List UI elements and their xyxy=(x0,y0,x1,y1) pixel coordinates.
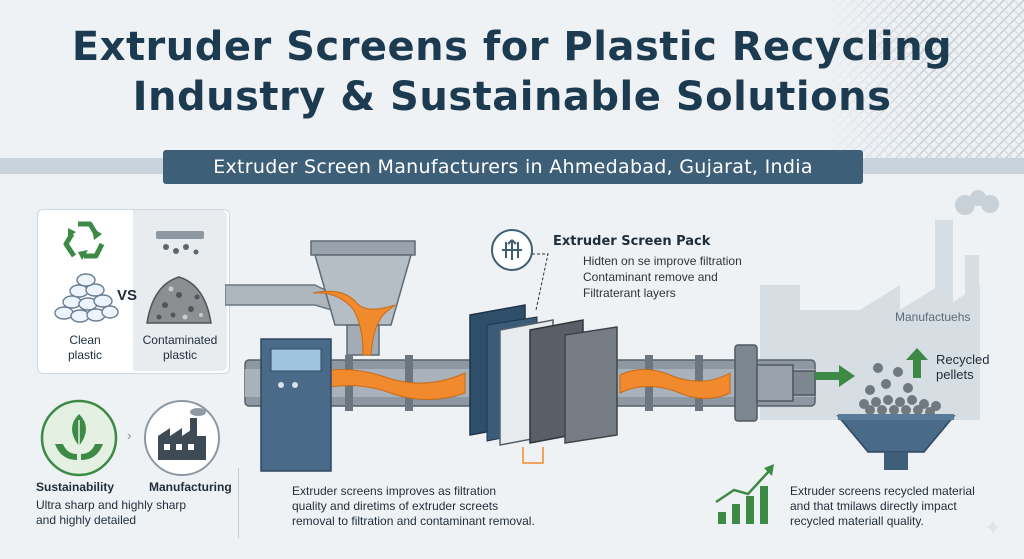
manufacturing-factory-icon xyxy=(144,400,220,476)
sustainability-description: Ultra sharp and highly sharp and highly … xyxy=(36,498,187,527)
title-line-1: Extruder Screens for Plastic Recycling xyxy=(71,24,953,70)
contaminated-plastic-pile-icon xyxy=(146,276,212,324)
extruder-machine-illustration xyxy=(225,240,816,472)
screen-pack-bullet-1: Hidten on se improve filtration xyxy=(583,254,742,268)
up-arrow-icon xyxy=(906,348,928,378)
pellet-collector-illustration xyxy=(836,363,956,470)
recycle-icon xyxy=(63,221,105,260)
output-arrow-icon xyxy=(815,365,855,387)
recycled-pellets-label: Recycled pellets xyxy=(936,352,990,382)
vs-label: VS xyxy=(117,287,138,304)
clean-plastic-pellets-icon xyxy=(54,273,119,323)
right-description: Extruder screens recycled material and t… xyxy=(790,484,975,528)
divider-left xyxy=(238,468,239,538)
factory-label: Manufactuehs xyxy=(895,310,971,324)
mesh-pattern-decoration xyxy=(824,0,1024,165)
sustainability-leaf-hands-icon xyxy=(40,399,118,477)
sparkle-icon: ✦ xyxy=(983,515,1002,540)
center-description: Extruder screens improves as filtration … xyxy=(292,484,535,528)
clean-plastic-label: Clean plastic xyxy=(67,333,102,362)
growth-chart-icon xyxy=(715,464,774,524)
title-line-2: Industry & Sustainable Solutions xyxy=(132,74,892,120)
subtitle-banner: Extruder Screen Manufacturers in Ahmedab… xyxy=(163,150,863,184)
manufacturing-label: Manufacturing xyxy=(149,480,232,494)
page-title: Extruder Screens for Plastic Recycling I… xyxy=(0,22,1024,122)
sustainability-label: Sustainability xyxy=(36,480,115,494)
filter-drops-icon xyxy=(156,231,204,255)
chevron-right-icon: › xyxy=(127,427,132,443)
callout-connector xyxy=(532,253,549,311)
screen-pack-bullet-3: Filtraterant layers xyxy=(583,286,676,300)
screen-pack-title: Extruder Screen Pack xyxy=(553,234,711,249)
contaminated-plastic-label: Contaminated plastic xyxy=(142,333,218,362)
screen-pack-icon xyxy=(491,229,533,271)
screen-pack-bullet-2: Contaminant remove and xyxy=(583,270,718,284)
